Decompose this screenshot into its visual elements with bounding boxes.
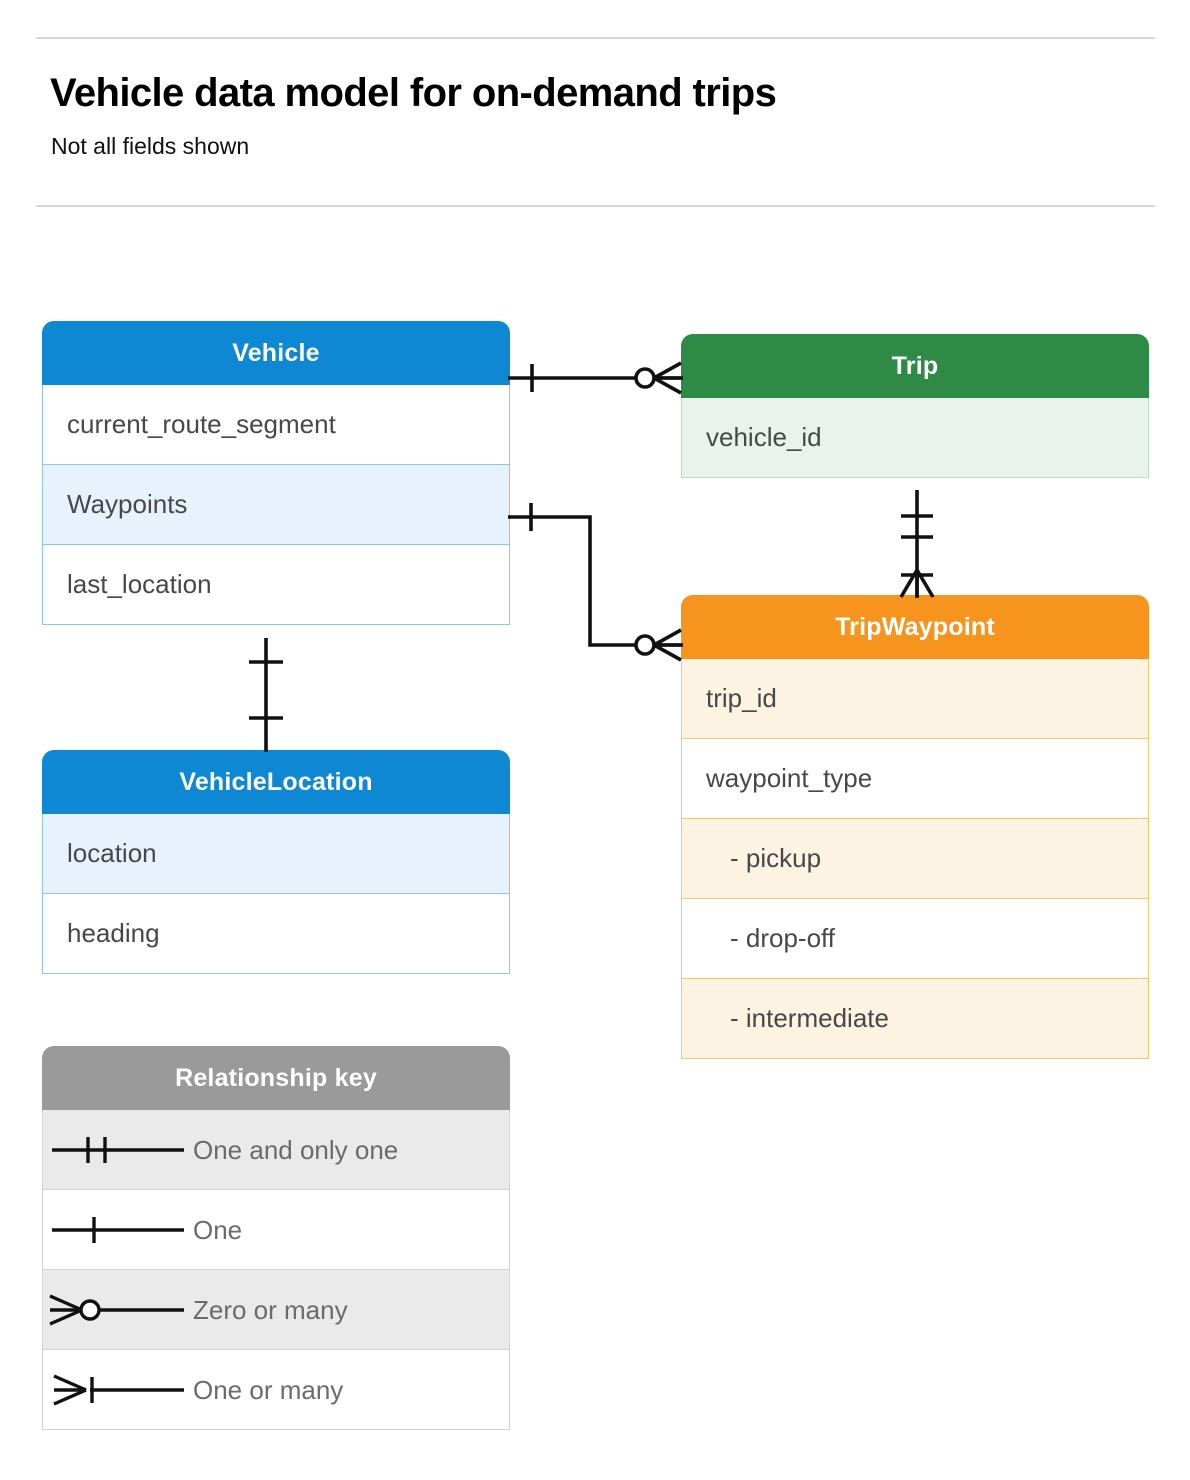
entity-trip-title: Trip [681,334,1149,398]
zero-or-many-icon [43,1270,193,1349]
entity-trip-waypoint-value-pickup[interactable]: - pickup [681,819,1149,899]
one-and-only-one-icon [43,1110,193,1189]
entity-vehicle-location-field-heading[interactable]: heading [42,894,510,974]
one-icon [43,1190,193,1269]
entity-vehicle-field-waypoints[interactable]: Waypoints [42,465,510,545]
legend-label-one: One [193,1214,243,1245]
connector-vehicle-vehiclelocation [249,638,283,752]
legend-item-zero-or-many: Zero or many [42,1270,510,1350]
relationship-key-legend: Relationship key One and only one One [42,1046,510,1430]
page-title: Vehicle data model for on-demand trips [50,71,777,115]
legend-label-one-and-only-one: One and only one [193,1134,399,1165]
entity-vehicle-location[interactable]: VehicleLocation location heading [42,750,510,974]
entity-trip-waypoint-title: TripWaypoint [681,595,1149,659]
relationship-key-title: Relationship key [42,1046,510,1110]
entity-trip-waypoint-value-intermediate[interactable]: - intermediate [681,979,1149,1059]
legend-label-one-or-many: One or many [193,1374,344,1405]
divider-top [36,37,1155,39]
divider-bottom [36,205,1155,207]
legend-item-one-and-only-one: One and only one [42,1110,510,1190]
entity-vehicle-title: Vehicle [42,321,510,385]
connector-vehicle-trip [508,361,683,395]
page-subtitle: Not all fields shown [51,133,250,159]
entity-trip-waypoint[interactable]: TripWaypoint trip_id waypoint_type - pic… [681,595,1149,1059]
legend-item-one-or-many: One or many [42,1350,510,1430]
entity-trip-field-vehicle-id[interactable]: vehicle_id [681,398,1149,478]
entity-vehicle-location-title: VehicleLocation [42,750,510,814]
connector-trip-tripwaypoint [899,490,935,598]
connector-waypoints-tripwaypoint [508,503,683,662]
entity-trip-waypoint-value-drop-off[interactable]: - drop-off [681,899,1149,979]
legend-label-zero-or-many: Zero or many [193,1294,348,1325]
entity-trip-waypoint-field-waypoint-type[interactable]: waypoint_type [681,739,1149,819]
one-or-many-icon [43,1350,193,1429]
legend-item-one: One [42,1190,510,1270]
entity-trip-waypoint-field-trip-id[interactable]: trip_id [681,659,1149,739]
entity-vehicle-field-current-route-segment[interactable]: current_route_segment [42,385,510,465]
entity-trip[interactable]: Trip vehicle_id [681,334,1149,478]
entity-vehicle-field-last-location[interactable]: last_location [42,545,510,625]
entity-vehicle-location-field-location[interactable]: location [42,814,510,894]
entity-vehicle[interactable]: Vehicle current_route_segment Waypoints … [42,321,510,625]
